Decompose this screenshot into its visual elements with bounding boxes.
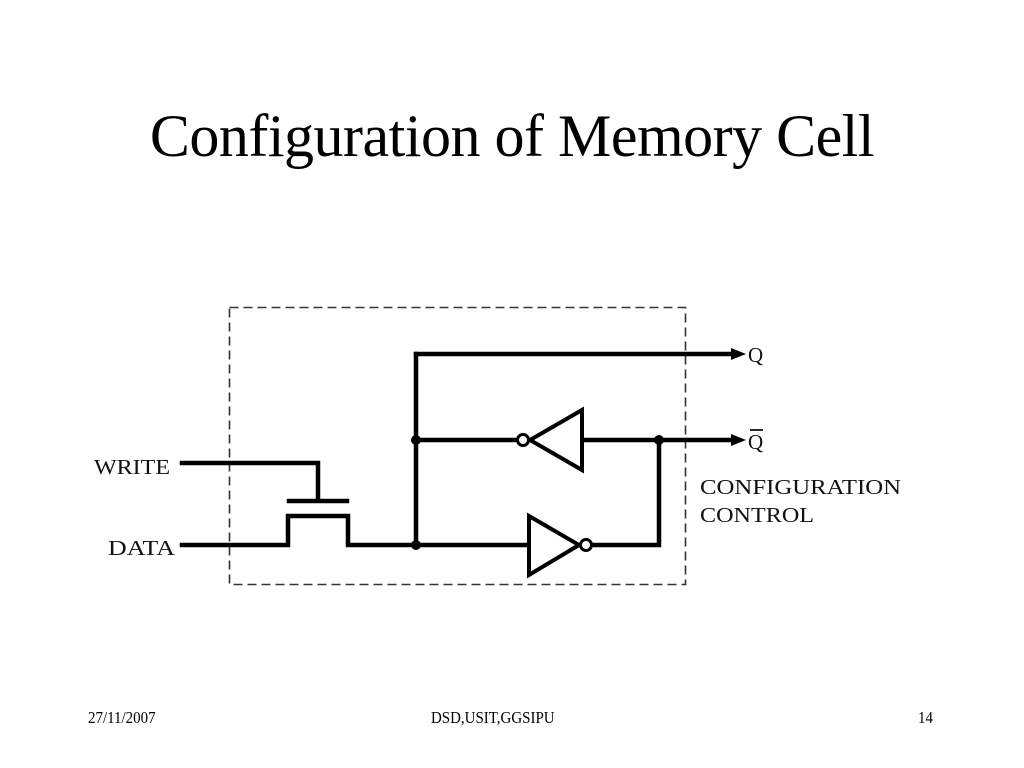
forward-inverter-bubble <box>579 538 593 552</box>
config-control-label-line1: CONFIGURATION <box>700 475 901 499</box>
footer-institution: DSD,USIT,GGSIPU <box>431 708 555 727</box>
junction-dot <box>411 540 421 550</box>
config-control-label-line2: CONTROL <box>700 503 814 527</box>
junction-dot <box>654 435 664 445</box>
configuration-boundary-box <box>228 306 687 586</box>
q-arrow-icon <box>731 348 746 360</box>
inverter-output-wire <box>589 437 662 548</box>
qbar-arrow-icon <box>731 434 746 446</box>
footer-page-number: 14 <box>918 708 933 727</box>
footer-date: 27/11/2007 <box>88 708 156 727</box>
qbar-output-label: Q <box>748 430 763 454</box>
write-label: WRITE <box>94 455 170 479</box>
q-output-label: Q <box>748 343 763 367</box>
data-label: DATA <box>108 536 176 560</box>
slide-title: Configuration of Memory Cell <box>149 103 875 169</box>
write-wire <box>179 460 321 503</box>
data-wire <box>179 513 531 548</box>
junction-dot <box>411 435 421 445</box>
forward-inverter-icon <box>527 512 583 579</box>
feedback-inverter-icon <box>525 406 584 474</box>
feedback-inverter-bubble <box>516 433 530 447</box>
